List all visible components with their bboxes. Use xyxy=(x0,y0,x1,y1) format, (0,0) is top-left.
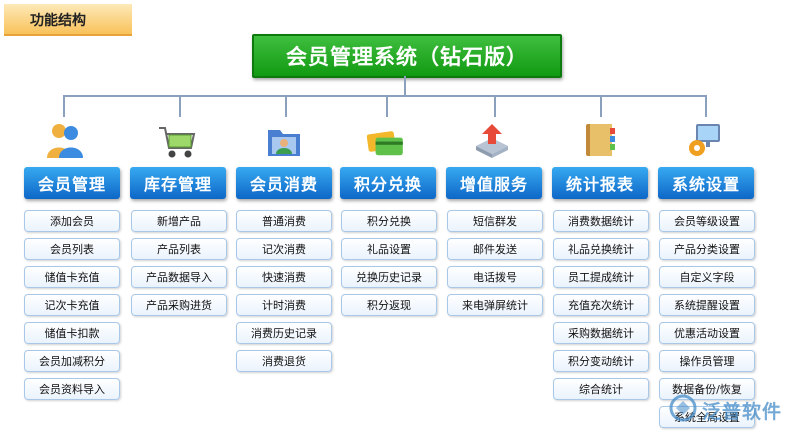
category-value-added-services: 增值服务 xyxy=(446,167,542,199)
branch-connector xyxy=(705,95,707,117)
shopping-cart-icon xyxy=(157,122,197,162)
feature-item: 新增产品 xyxy=(131,210,227,232)
feature-item: 积分返现 xyxy=(341,294,437,316)
feature-item: 会员等级设置 xyxy=(659,210,755,232)
feature-item: 积分兑换 xyxy=(341,210,437,232)
feature-item: 综合统计 xyxy=(553,378,649,400)
feature-item: 操作员管理 xyxy=(659,350,755,372)
section-header-tab: 功能结构 xyxy=(4,4,132,36)
feature-item: 记次消费 xyxy=(236,238,332,260)
category-label: 系统设置 xyxy=(671,175,740,194)
monitor-gear-icon xyxy=(684,120,724,160)
branch-connector xyxy=(179,95,181,117)
category-label: 会员管理 xyxy=(37,175,106,194)
watermark: 泛普软件 xyxy=(668,390,784,430)
branch-connector xyxy=(63,95,65,117)
category-label: 统计报表 xyxy=(565,175,634,194)
branch-connector xyxy=(386,95,388,117)
logo-icon xyxy=(668,393,698,427)
feature-item: 自定义字段 xyxy=(659,266,755,288)
feature-item: 产品数据导入 xyxy=(131,266,227,288)
feature-item: 兑换历史记录 xyxy=(341,266,437,288)
feature-item: 储值卡充值 xyxy=(24,266,120,288)
feature-item: 采购数据统计 xyxy=(553,322,649,344)
feature-item: 邮件发送 xyxy=(447,238,543,260)
root-system-node: 会员管理系统（钻石版） xyxy=(252,34,562,78)
category-member-consumption: 会员消费 xyxy=(236,167,332,199)
feature-item: 消费历史记录 xyxy=(236,322,332,344)
feature-item: 员工提成统计 xyxy=(553,266,649,288)
branch-connector xyxy=(600,95,602,117)
feature-item: 来电弹屏统计 xyxy=(447,294,543,316)
feature-item: 普通消费 xyxy=(236,210,332,232)
category-system-settings: 系统设置 xyxy=(658,167,754,199)
feature-item: 快速消费 xyxy=(236,266,332,288)
category-label: 库存管理 xyxy=(143,175,212,194)
feature-item: 记次卡充值 xyxy=(24,294,120,316)
section-header-title: 功能结构 xyxy=(30,13,86,29)
cards-icon xyxy=(366,124,406,164)
feature-item: 系统提醒设置 xyxy=(659,294,755,316)
category-member-management: 会员管理 xyxy=(24,167,120,199)
feature-item: 添加会员 xyxy=(24,210,120,232)
feature-item: 数据备份/恢复 xyxy=(659,378,755,400)
category-label: 增值服务 xyxy=(459,175,528,194)
feature-item: 产品分类设置 xyxy=(659,238,755,260)
feature-item: 会员列表 xyxy=(24,238,120,260)
category-points-redemption: 积分兑换 xyxy=(340,167,436,199)
feature-item: 消费退货 xyxy=(236,350,332,372)
feature-item: 产品采购进货 xyxy=(131,294,227,316)
feature-item: 计时消费 xyxy=(236,294,332,316)
feature-item: 储值卡扣款 xyxy=(24,322,120,344)
feature-item: 会员加减积分 xyxy=(24,350,120,372)
root-system-label: 会员管理系统（钻石版） xyxy=(286,45,528,69)
feature-item: 会员资料导入 xyxy=(24,378,120,400)
feature-item: 礼品兑换统计 xyxy=(553,238,649,260)
category-label: 会员消费 xyxy=(249,175,318,194)
category-label: 积分兑换 xyxy=(353,175,422,194)
category-statistics-reports: 统计报表 xyxy=(552,167,648,199)
watermark-text: 泛普软件 xyxy=(702,400,783,423)
feature-item: 礼品设置 xyxy=(341,238,437,260)
folder-user-icon xyxy=(264,122,304,162)
notebook-icon xyxy=(580,120,620,160)
feature-item: 产品列表 xyxy=(131,238,227,260)
root-connector-vertical xyxy=(404,76,406,96)
feature-item: 电话拨号 xyxy=(447,266,543,288)
feature-item: 积分变动统计 xyxy=(553,350,649,372)
upload-box-icon xyxy=(472,120,512,160)
horizontal-connector xyxy=(63,95,707,97)
users-icon xyxy=(45,120,85,160)
branch-connector xyxy=(494,95,496,117)
feature-item: 短信群发 xyxy=(447,210,543,232)
feature-item: 消费数据统计 xyxy=(553,210,649,232)
category-inventory-management: 库存管理 xyxy=(130,167,226,199)
feature-item: 充值充次统计 xyxy=(553,294,649,316)
feature-item: 优惠活动设置 xyxy=(659,322,755,344)
branch-connector xyxy=(285,95,287,117)
